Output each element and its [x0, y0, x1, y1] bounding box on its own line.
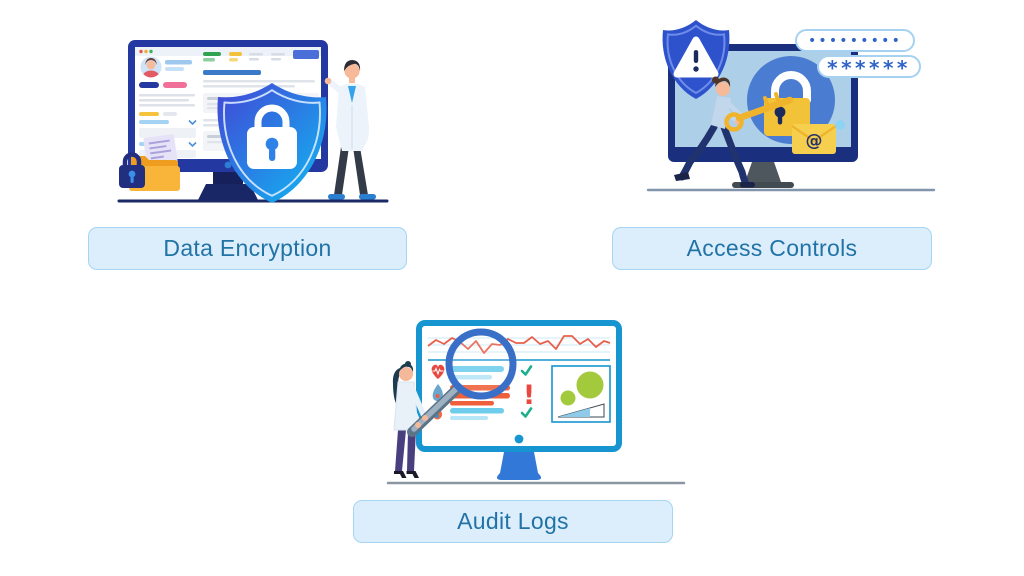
- primary-button: [293, 50, 319, 59]
- padlock-icon: [247, 104, 297, 169]
- data-encryption-illustration: [95, 25, 405, 210]
- collapsible-section: [139, 119, 197, 138]
- navy-chip: [139, 82, 159, 88]
- log-row-ok: [431, 364, 533, 380]
- droplet-icon: [432, 384, 443, 402]
- audit-dashboard: !: [427, 335, 611, 423]
- document-icon: [143, 134, 178, 168]
- audit-logs-illustration: !: [348, 308, 693, 488]
- exclamation-mark: [693, 50, 699, 72]
- label-access-controls: Access Controls: [612, 227, 932, 270]
- locked-folder: [119, 134, 180, 191]
- ramp-chart-icon: [557, 403, 605, 418]
- password-asterisks-text: ******: [827, 56, 911, 80]
- label-access-controls-text: Access Controls: [686, 235, 858, 261]
- password-asterisks-pill: ******: [817, 55, 921, 80]
- text-lines: [139, 94, 195, 107]
- alert-exclamation-icon: !: [523, 380, 535, 411]
- browser-window: [135, 47, 321, 56]
- woman-figure: [392, 361, 427, 478]
- label-audit-logs-text: Audit Logs: [457, 508, 569, 534]
- monitor-stand: [198, 172, 258, 200]
- hand: [415, 422, 421, 428]
- password-dots-pill: •••••••••: [795, 29, 915, 52]
- webcam-dot: [514, 434, 524, 444]
- access-controls-illustration: @: [640, 14, 940, 199]
- check-mark-icon: [520, 407, 533, 418]
- monitor-stand: [496, 452, 542, 480]
- shield-lock-icon: [217, 83, 327, 203]
- check-mark-icon: [520, 365, 533, 376]
- man-arm: [324, 77, 344, 94]
- user-avatar: [139, 55, 163, 79]
- label-audit-logs: Audit Logs: [353, 500, 673, 543]
- heart-pulse-icon: [431, 364, 445, 379]
- webcam-dot: [224, 161, 232, 169]
- pink-chip: [163, 82, 187, 88]
- label-data-encryption-text: Data Encryption: [163, 235, 332, 261]
- magnifier-icon: [407, 328, 517, 437]
- label-data-encryption: Data Encryption: [88, 227, 407, 270]
- hand: [422, 415, 428, 421]
- man-figure: [328, 60, 376, 200]
- gold-key-icon: [724, 92, 794, 132]
- email-envelope-icon: @: [791, 120, 845, 154]
- text-lines: [249, 53, 285, 61]
- window-control-dots: [139, 49, 153, 54]
- password-dots-text: •••••••••: [808, 33, 902, 49]
- lock-shackle: [771, 71, 811, 104]
- padlock-icon: [119, 152, 145, 188]
- at-symbol: @: [806, 131, 823, 151]
- bubble-chart-panel: [551, 365, 611, 423]
